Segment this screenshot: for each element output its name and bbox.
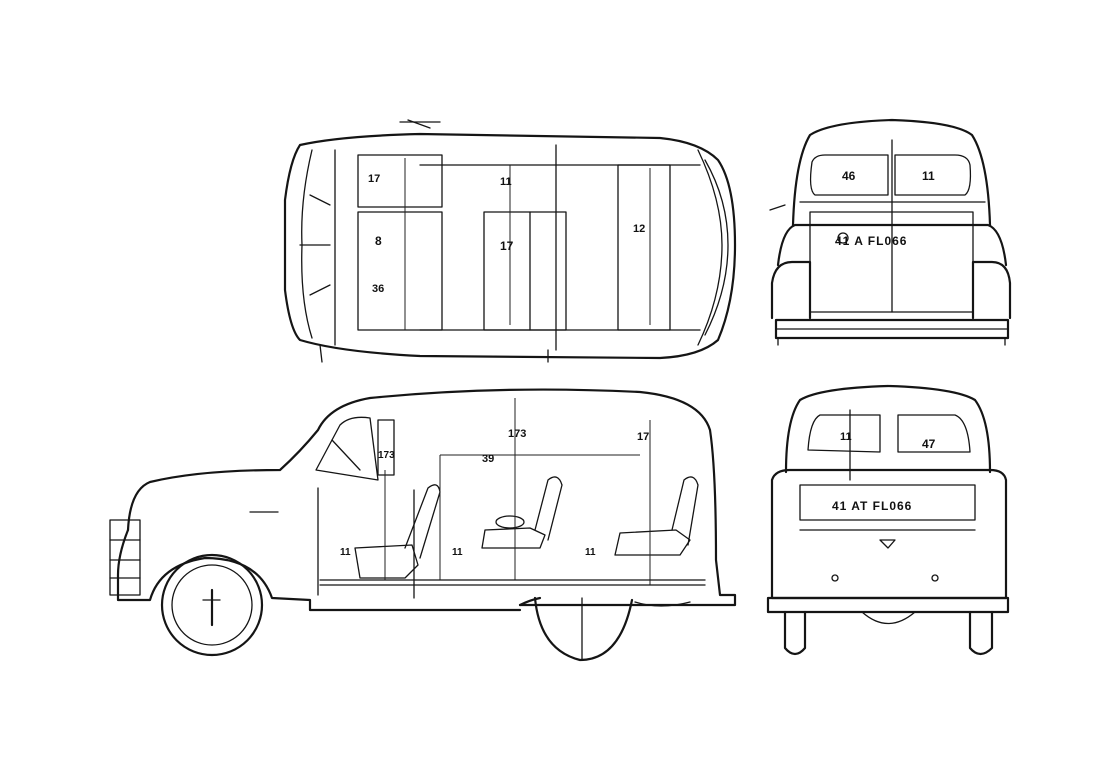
front-view: 46 11 41 A FL066: [769, 118, 1012, 346]
top-label-a: 17: [368, 173, 380, 185]
side-label-mid: 39: [482, 453, 494, 465]
side-label-seat-1: 11: [340, 547, 351, 558]
side-label-front-pillar: 173: [378, 450, 395, 461]
front-plate: 41 A FL066: [835, 234, 907, 248]
front-label-right-window: 11: [922, 169, 935, 183]
rear-label-window-left: 11: [840, 431, 852, 443]
side-label-rear-roof: 17: [637, 431, 649, 443]
top-view: 17 11 8 17 36 12: [283, 119, 737, 363]
top-label-c: 8: [375, 234, 382, 248]
top-label-d: 17: [500, 239, 514, 253]
rear-label-window-right: 47: [922, 437, 936, 451]
rear-plate: 41 AT FL066: [832, 499, 912, 513]
rear-view: 11 47 41 AT FL066: [766, 384, 1010, 656]
side-view: 173 17 39 173 11 11 11: [109, 388, 737, 662]
side-label-seat-2: 11: [452, 547, 463, 558]
top-label-b: 11: [500, 176, 512, 188]
top-label-e: 36: [372, 283, 384, 295]
side-label-seat-3: 11: [585, 547, 596, 558]
front-label-left-window: 46: [842, 169, 856, 183]
top-label-f: 12: [633, 223, 645, 235]
side-label-roof: 173: [508, 428, 526, 440]
